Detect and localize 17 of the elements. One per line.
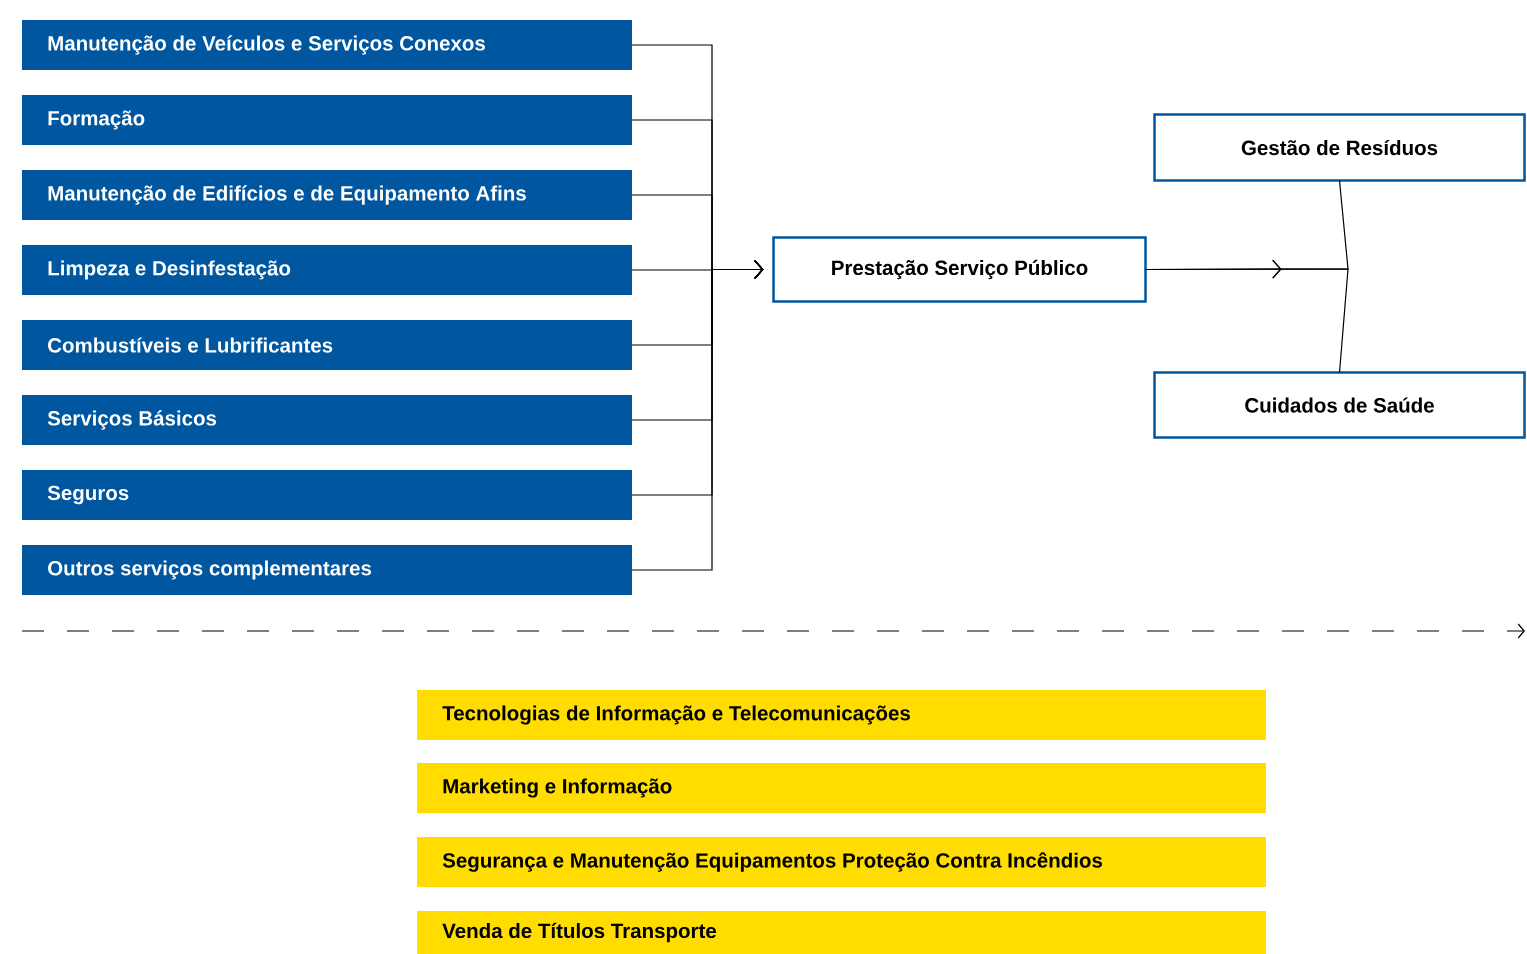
process-box: Cuidados de Saúde <box>1153 371 1526 439</box>
category-box: Serviços Básicos <box>22 395 632 445</box>
category-box: Marketing e Informação <box>417 763 1266 813</box>
category-box: Outros serviços complementares <box>22 545 632 595</box>
category-box: Venda de Títulos Transporte <box>417 911 1266 954</box>
category-box: Limpeza e Desinfestação <box>22 245 632 295</box>
category-box: Combustíveis e Lubrificantes <box>22 320 632 370</box>
category-box: Tecnologias de Informação e Telecomunicações <box>417 690 1266 740</box>
category-box: Manutenção de Veículos e Serviços Conexos <box>22 20 632 70</box>
connector <box>1144 259 1349 374</box>
category-box: Manutenção de Edifícios e de Equipamento Afins <box>22 170 632 220</box>
connector <box>631 259 764 571</box>
process-box: Prestação Serviço Público <box>772 236 1147 303</box>
category-box: Seguros <box>22 470 632 520</box>
category-box: Segurança e Manutenção Equipamentos Proteção Contra Incêndios <box>417 837 1266 887</box>
process-box: Gestão de Resíduos <box>1153 113 1526 182</box>
category-box: Formação <box>22 95 632 145</box>
